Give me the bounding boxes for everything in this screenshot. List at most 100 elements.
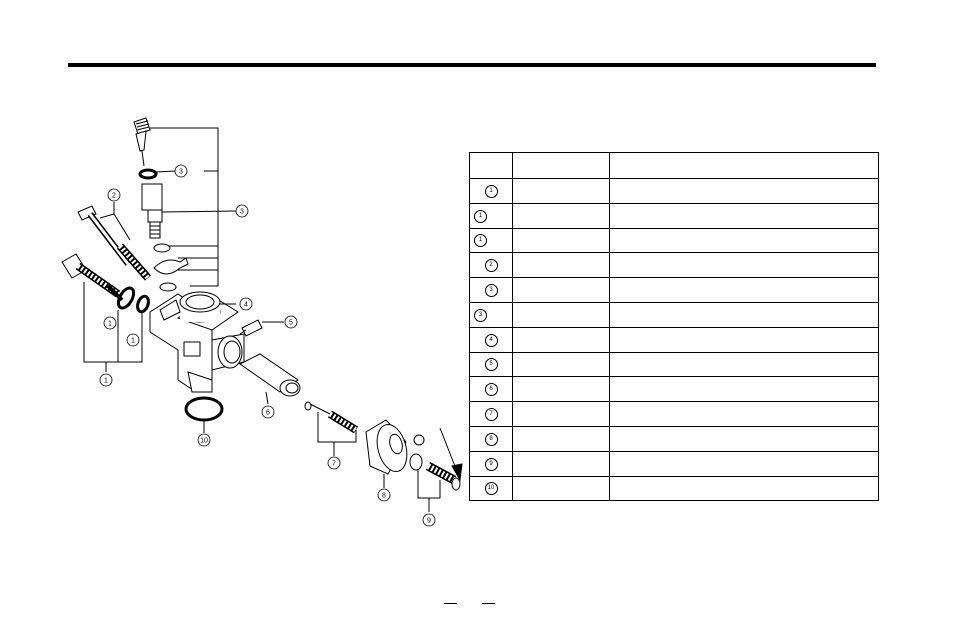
callout-1-b: 1 <box>126 333 140 347</box>
number-badge: 7 <box>484 408 498 422</box>
table-row: 3 <box>469 301 879 328</box>
callout-4: 4 <box>239 297 253 311</box>
callout-3-top: 3 <box>174 164 188 178</box>
pulley-icon <box>365 419 408 475</box>
table-row: 7 <box>469 401 879 427</box>
number-badge: 3 <box>484 284 498 298</box>
row-part <box>512 202 610 229</box>
table-row: 8 <box>469 425 879 452</box>
carburetor-body-icon <box>149 291 245 393</box>
callout-7: 7 <box>327 456 341 470</box>
screw-icon <box>239 319 263 337</box>
row-number: 3 <box>469 277 513 303</box>
table-row: 5 <box>469 351 879 378</box>
svg-text:2: 2 <box>112 193 116 200</box>
number-badge: 4 <box>484 333 498 347</box>
spring-icon <box>304 401 359 434</box>
row-part <box>512 450 610 477</box>
table-row: 1 <box>469 227 879 254</box>
spring-screw-icon <box>77 205 152 281</box>
svg-text:3: 3 <box>179 169 183 176</box>
number-badge: 1 <box>474 209 487 223</box>
row-description <box>609 376 879 403</box>
table-row: 9 <box>469 450 879 477</box>
table-row: 4 <box>469 326 879 353</box>
svg-text:1: 1 <box>104 378 108 385</box>
row-description <box>609 252 879 279</box>
table-row: 6 <box>469 376 879 403</box>
svg-text:9: 9 <box>427 518 431 525</box>
footer-dash-left <box>444 603 457 604</box>
callouts: 3 3 2 4 5 1 1 1 6 10 7 8 9 <box>99 164 436 527</box>
throttle-barrel-icon <box>239 353 301 397</box>
row-part <box>512 178 610 204</box>
row-number: 1 <box>469 227 513 254</box>
row-number: 4 <box>469 326 513 353</box>
callout-3-mid: 3 <box>235 204 249 218</box>
number-badge: 5 <box>484 358 498 372</box>
number-badge: 1 <box>474 234 487 248</box>
row-number: 9 <box>469 450 513 477</box>
number-badge: 3 <box>474 308 487 322</box>
row-part <box>512 401 610 427</box>
table-header-row <box>469 152 879 179</box>
callout-6: 6 <box>261 405 275 419</box>
table-row: 3 <box>469 277 879 303</box>
header-part <box>512 152 610 179</box>
row-description <box>609 351 879 378</box>
svg-text:8: 8 <box>382 493 386 500</box>
svg-text:1: 1 <box>108 321 112 328</box>
row-number: 10 <box>469 475 513 502</box>
svg-text:5: 5 <box>289 320 293 327</box>
row-part <box>512 301 610 328</box>
table-row: 1 <box>469 178 879 204</box>
row-part <box>512 277 610 303</box>
svg-text:3: 3 <box>240 209 244 216</box>
row-number: 6 <box>469 376 513 403</box>
row-part <box>512 351 610 378</box>
row-description <box>609 202 879 229</box>
number-badge: 10 <box>484 482 498 496</box>
table-row: 1 <box>469 202 879 229</box>
row-part <box>512 227 610 254</box>
callout-2: 2 <box>107 188 121 202</box>
row-description <box>609 178 879 204</box>
row-number: 1 <box>469 178 513 204</box>
ball-link-icon <box>409 434 461 491</box>
row-number: 3 <box>469 301 513 328</box>
row-part <box>512 326 610 353</box>
number-badge: 6 <box>484 383 498 397</box>
row-number: 8 <box>469 425 513 452</box>
row-description <box>609 301 879 328</box>
idle-screw-icon <box>61 253 124 302</box>
row-description <box>609 227 879 254</box>
row-number: 1 <box>469 202 513 229</box>
row-description <box>609 277 879 303</box>
row-number: 2 <box>469 252 513 279</box>
row-description <box>609 475 879 502</box>
svg-text:6: 6 <box>266 410 270 417</box>
row-description <box>609 401 879 427</box>
svg-text:7: 7 <box>332 461 336 468</box>
spray-bar-icon <box>141 183 163 239</box>
row-part <box>512 252 610 279</box>
callout-1-a: 1 <box>103 316 117 330</box>
number-badge: 8 <box>484 432 498 446</box>
number-badge: 2 <box>484 259 498 273</box>
row-description <box>609 450 879 477</box>
callout-9: 9 <box>422 513 436 527</box>
footer-dash-right <box>482 603 495 604</box>
table-row: 10 <box>469 475 879 502</box>
row-number: 7 <box>469 401 513 427</box>
row-number: 5 <box>469 351 513 378</box>
needle-valve-icon <box>133 117 151 167</box>
svg-text:10: 10 <box>200 438 208 445</box>
header-description <box>609 152 879 179</box>
svg-text:1: 1 <box>131 338 135 345</box>
svg-text:4: 4 <box>244 302 248 309</box>
header-number <box>469 152 513 179</box>
callout-5: 5 <box>284 315 298 329</box>
row-part <box>512 376 610 403</box>
top-rule <box>68 63 876 67</box>
